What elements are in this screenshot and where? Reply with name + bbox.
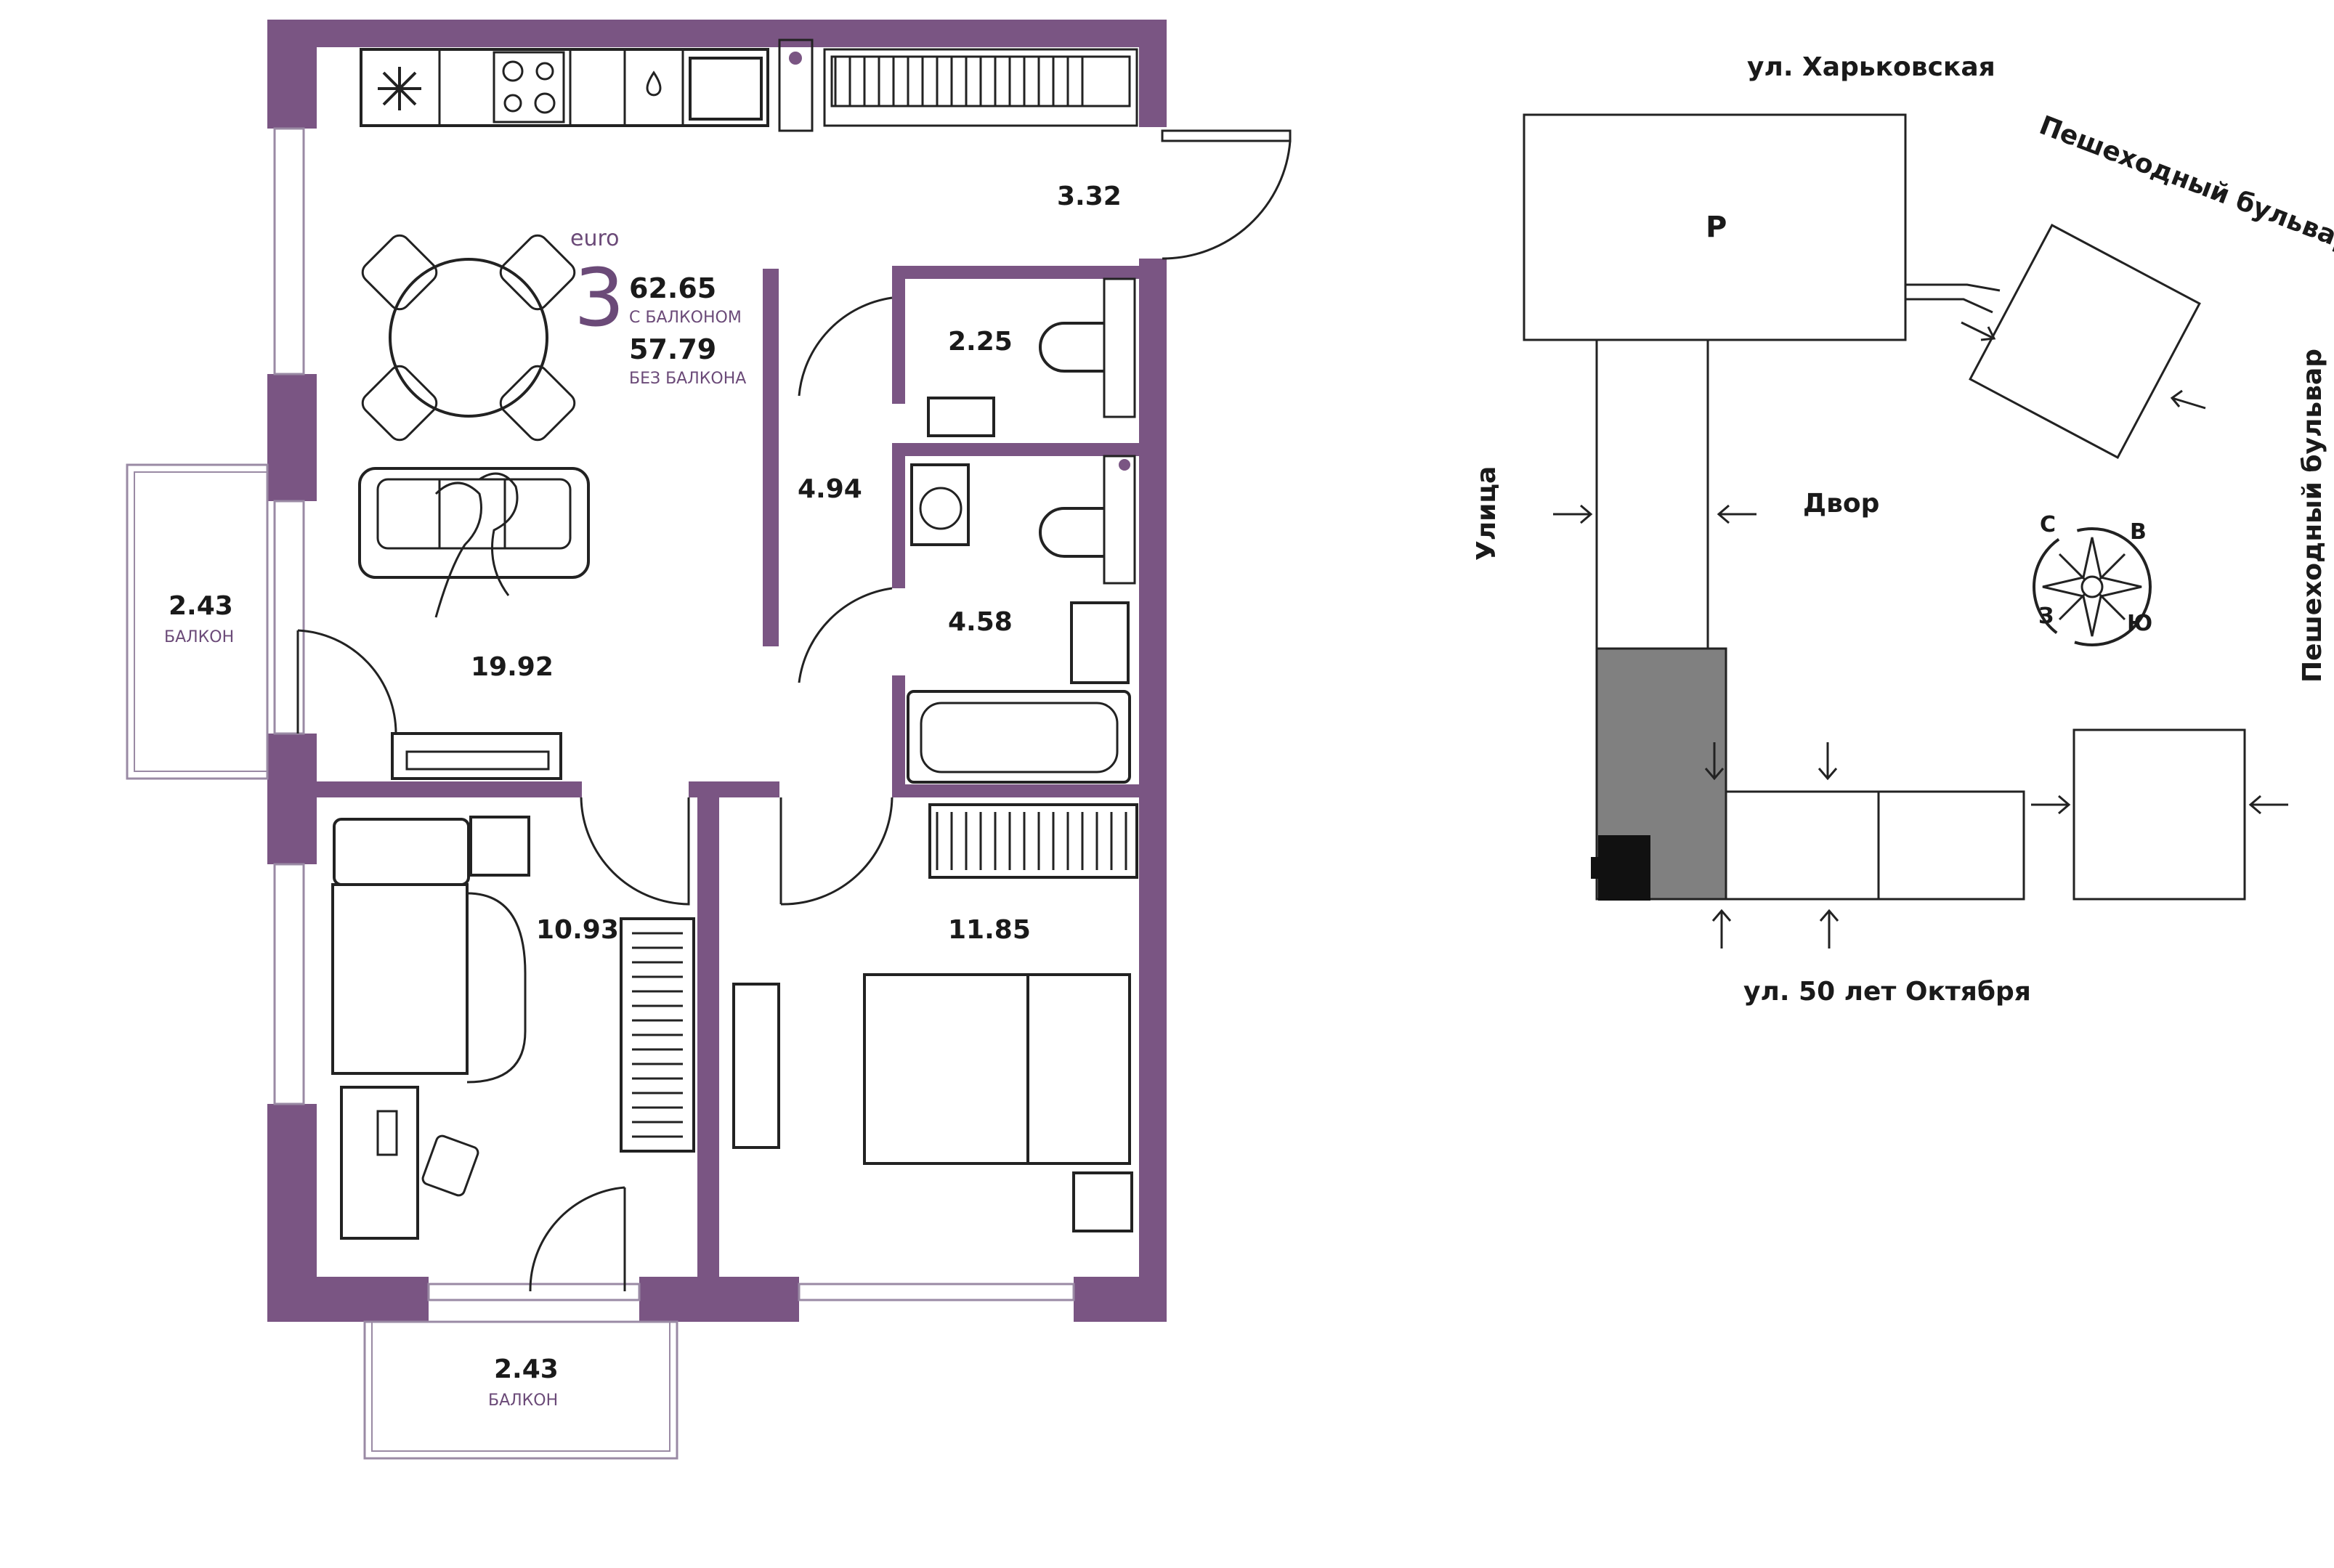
room-area-corridor: 4.94: [798, 474, 862, 504]
compass-north: С: [2040, 512, 2056, 537]
courtyard-label: Двор: [1803, 489, 1879, 519]
balcony-left-caption: БАЛКОН: [164, 628, 234, 646]
balcony-left-area: 2.43: [169, 591, 233, 621]
room-area-living: 19.92: [471, 652, 554, 682]
compass-icon: С В Ю З: [2033, 512, 2152, 646]
entrance-arrows: [1553, 321, 2288, 948]
street-top-label: ул. Харьковская: [1747, 52, 1995, 82]
south-east-building: [2072, 728, 2246, 901]
site-plan: Р ул. Харьковская Пешеходный бульвар Пеш…: [1472, 52, 2334, 1007]
balcony-bottom: [363, 1320, 678, 1460]
apartment-type-label: euro: [570, 226, 620, 251]
snowflake-icon: [378, 67, 421, 110]
boulevard-right-label: Пешеходный бульвар: [2298, 349, 2327, 683]
balcony-door-living: [296, 629, 397, 734]
bathroom-fixtures: [798, 455, 1136, 784]
with-balcony-caption: С БАЛКОНОМ: [629, 309, 742, 327]
water-drop-icon: [646, 70, 662, 97]
main-building-south-a: [1725, 790, 1880, 901]
sofa: [358, 467, 590, 618]
area-without-balcony: 57.79: [629, 333, 716, 365]
floor-plan: euro 3 62.65 С БАЛКОНОМ 57.79 БЕЗ БАЛКОН…: [126, 20, 1292, 1460]
room-area-bedroom-small: 10.93: [536, 915, 619, 945]
area-with-balcony: 62.65: [629, 272, 716, 304]
balcony-bottom-area: 2.43: [494, 1354, 559, 1384]
compass-south: Ю: [2127, 611, 2152, 636]
compass-east: В: [2130, 519, 2147, 545]
rooms-count: 3: [574, 251, 625, 344]
sink-icon: [689, 57, 763, 121]
main-building-west: [1595, 338, 1709, 650]
bedroom-small-furniture: [331, 797, 695, 1292]
stove-icon: [493, 51, 565, 123]
room-area-wc: 2.25: [948, 327, 1013, 357]
parking-building: [1523, 113, 1907, 341]
wc-fixtures: [798, 277, 1136, 437]
without-balcony-caption: БЕЗ БАЛКОНА: [629, 370, 746, 388]
tv-unit-living: [391, 732, 562, 780]
entrance-door: [1161, 129, 1292, 260]
room-area-bedroom-large: 11.85: [948, 915, 1031, 945]
outer-walls: [267, 20, 1167, 1322]
compass-west: З: [2038, 604, 2054, 629]
boulevard-building: [1969, 224, 2201, 459]
parking-label: Р: [1706, 211, 1727, 244]
balcony-bottom-caption: БАЛКОН: [488, 1392, 558, 1410]
dining-table: [361, 234, 576, 442]
bedroom-large-furniture: [732, 797, 1138, 1232]
windows: [273, 127, 1075, 1301]
kitchen-unit: [360, 38, 1138, 132]
room-area-bathroom: 4.58: [948, 607, 1013, 637]
street-bottom-label: ул. 50 лет Октября: [1743, 977, 2031, 1007]
street-left-label: Улица: [1472, 466, 1502, 561]
main-building-south-b: [1877, 790, 2025, 901]
room-area-hall: 3.32: [1057, 182, 1122, 211]
balcony-left: [126, 463, 269, 780]
boulevard-top-label: Пешеходный бульвар: [2035, 110, 2334, 258]
